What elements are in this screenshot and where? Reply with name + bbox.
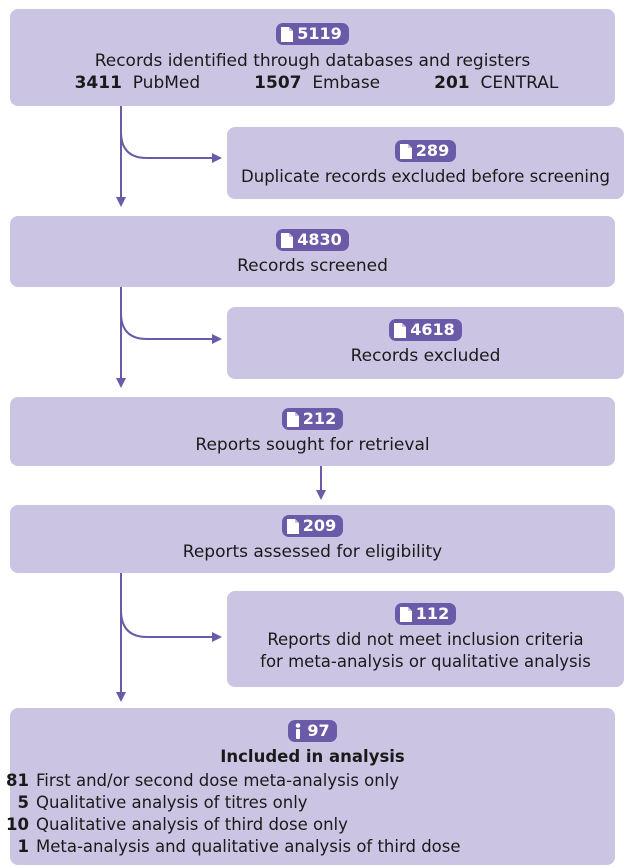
document-icon — [286, 411, 299, 427]
records-excluded-box: 4618 Records excluded — [227, 307, 624, 379]
duplicates-badge: 289 — [394, 140, 457, 162]
included-item-label: Qualitative analysis of titres only — [36, 793, 308, 812]
records-excluded-count: 4618 — [410, 320, 455, 339]
reports-sought-badge: 212 — [281, 408, 344, 430]
records-identified-count: 5119 — [297, 24, 342, 43]
document-icon — [286, 518, 299, 534]
document-icon — [281, 26, 294, 42]
included-box: 97 Included in analysis 81 First and/or … — [6, 708, 615, 865]
reports-assessed-label: Reports assessed for eligibility — [182, 541, 443, 562]
not-met-label-line2: for meta-analysis or qualitative analysi… — [260, 651, 591, 671]
not-met-label-line1: Reports did not meet inclusion criteria — [267, 629, 584, 649]
reports-sought-count: 212 — [302, 409, 337, 428]
included-item-label: Qualitative analysis of third dose only — [36, 815, 348, 834]
document-icon — [399, 606, 412, 622]
records-screened-count: 4830 — [297, 230, 342, 249]
source-embase: 1507 Embase — [254, 72, 381, 93]
list-item: 1 Meta-analysis and qualitative analysis… — [0, 836, 615, 858]
list-item: 81 First and/or second dose meta-analysi… — [0, 770, 615, 792]
records-identified-box: 5119 Records identified through database… — [10, 9, 615, 106]
list-item: 10 Qualitative analysis of third dose on… — [0, 814, 615, 836]
included-item-label: First and/or second dose meta-analysis o… — [36, 771, 400, 790]
source-central: 201 CENTRAL — [434, 72, 559, 93]
reports-sought-box: 212 Reports sought for retrieval — [10, 397, 615, 466]
source-breakdown: 3411 PubMed 1507 Embase 201 CENTRAL — [18, 72, 615, 94]
source-pubmed: 3411 PubMed — [74, 72, 201, 93]
list-item: 5 Qualitative analysis of titres only — [0, 792, 615, 814]
records-excluded-label: Records excluded — [350, 345, 501, 366]
records-excluded-badge: 4618 — [389, 319, 462, 341]
included-label: Included in analysis — [220, 747, 405, 766]
arrow-to-duplicates — [120, 131, 222, 163]
document-icon — [281, 232, 294, 248]
arrow-to-not-met — [120, 609, 222, 642]
reports-assessed-count: 209 — [302, 516, 337, 535]
document-icon — [394, 322, 407, 338]
included-item-count: 81 — [6, 771, 29, 790]
duplicates-count: 289 — [415, 141, 450, 160]
duplicates-excluded-box: 289 Duplicate records excluded before sc… — [227, 127, 624, 199]
included-badge: 97 — [288, 720, 337, 742]
info-person-icon — [296, 723, 301, 739]
included-item-count: 1 — [17, 837, 29, 856]
arrow-to-excluded — [120, 312, 222, 344]
included-item-count: 10 — [6, 815, 29, 834]
records-screened-badge: 4830 — [276, 229, 349, 251]
not-met-criteria-box: 112 Reports did not meet inclusion crite… — [227, 591, 624, 687]
included-item-label: Meta-analysis and qualitative analysis o… — [36, 837, 461, 856]
records-screened-box: 4830 Records screened — [10, 216, 615, 287]
records-identified-badge: 5119 — [276, 23, 349, 45]
included-breakdown-list: 81 First and/or second dose meta-analysi… — [0, 770, 615, 858]
not-met-badge: 112 — [394, 603, 457, 625]
duplicates-label: Duplicate records excluded before screen… — [241, 166, 610, 186]
not-met-count: 112 — [415, 604, 450, 623]
reports-assessed-box: 209 Reports assessed for eligibility — [10, 505, 615, 573]
included-item-count: 5 — [17, 793, 29, 812]
records-identified-label: Records identified through databases and… — [94, 50, 531, 71]
reports-assessed-badge: 209 — [281, 515, 344, 537]
included-count: 97 — [307, 721, 330, 740]
records-screened-label: Records screened — [237, 255, 388, 276]
document-icon — [399, 143, 412, 159]
reports-sought-label: Reports sought for retrieval — [195, 434, 430, 455]
